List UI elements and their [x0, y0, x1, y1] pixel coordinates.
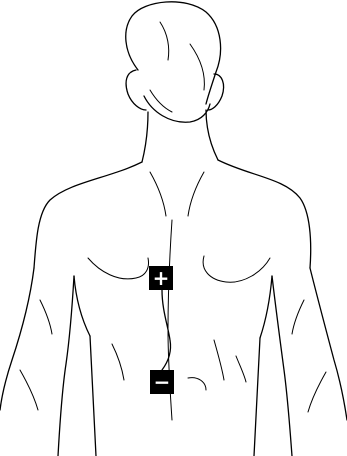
right-armpit: [260, 276, 272, 338]
lower-back-hook: [188, 378, 206, 390]
hairline: [144, 96, 210, 122]
positive-electrode: +: [149, 266, 173, 290]
neck-left: [142, 112, 148, 162]
head-outline: [126, 2, 221, 104]
right-arm-outer: [310, 268, 347, 420]
negative-electrode-label: −: [154, 370, 171, 394]
left-upper-arm-muscle: [40, 300, 52, 334]
right-scapula: [203, 256, 270, 282]
negative-electrode: −: [150, 370, 174, 394]
electrode-lead-wire: [162, 290, 171, 370]
trapezius-left-line: [150, 172, 166, 216]
positive-electrode-label: +: [153, 266, 170, 290]
left-torso-side: [90, 336, 96, 456]
right-torso-side: [254, 338, 260, 456]
right-shoulder: [218, 160, 311, 268]
right-upper-arm-muscle: [292, 300, 304, 334]
hair-strand-2: [190, 44, 204, 90]
left-scapula: [88, 258, 149, 279]
left-lower-back-curve: [112, 344, 124, 380]
left-shoulder: [34, 162, 142, 268]
right-elbow-line: [308, 372, 326, 412]
left-ear: [126, 70, 146, 110]
right-flank-curve: [236, 356, 246, 382]
left-armpit: [74, 276, 90, 336]
trapezius-right-line: [188, 172, 204, 216]
hair-strand-1: [160, 22, 169, 60]
right-arm-inner: [272, 276, 292, 456]
left-elbow-line: [20, 370, 38, 410]
left-arm-outer: [0, 268, 34, 410]
left-arm-inner: [58, 276, 74, 456]
neck-right: [206, 110, 218, 160]
right-lower-back-curve: [214, 340, 224, 380]
